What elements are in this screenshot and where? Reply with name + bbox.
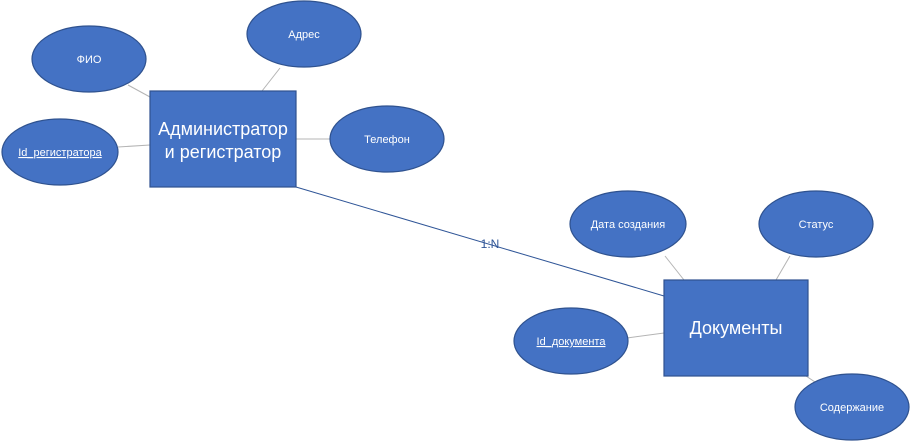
- attribute-content-label: Содержание: [820, 402, 884, 414]
- attribute-creation-date[interactable]: [569, 190, 687, 258]
- entity-admin-registrar[interactable]: [149, 90, 297, 188]
- attribute-phone-label: Телефон: [364, 134, 410, 146]
- connector-status: [775, 255, 791, 281]
- entity-documents-label: Документы: [690, 318, 783, 338]
- attribute-address[interactable]: [246, 0, 362, 68]
- attribute-status[interactable]: [758, 190, 874, 258]
- connector-address: [261, 67, 281, 92]
- attribute-id-registrar-label: Id_регистратора: [18, 147, 102, 159]
- connector-id-document: [626, 332, 665, 339]
- relationship-cardinality: 1:N: [481, 237, 500, 251]
- connector-creation-date: [664, 255, 685, 281]
- entity-admin-label-line1: Администратор: [158, 119, 288, 139]
- attribute-address-label: Адрес: [288, 29, 320, 41]
- attribute-fio[interactable]: [31, 25, 147, 93]
- attribute-id-document[interactable]: [513, 307, 629, 375]
- attribute-id-registrar[interactable]: [1, 118, 119, 186]
- attribute-creation-date-label: Дата создания: [591, 219, 666, 231]
- relationship-line: [295, 186, 665, 297]
- attribute-content[interactable]: [794, 373, 910, 441]
- entity-documents[interactable]: [663, 279, 809, 377]
- attribute-id-document-label: Id_документа: [537, 336, 607, 348]
- connector-fio: [127, 84, 151, 98]
- attribute-phone[interactable]: [329, 105, 445, 173]
- attribute-fio-label: ФИО: [77, 54, 102, 66]
- entity-admin-label-line2: и регистратор: [165, 142, 282, 162]
- attribute-status-label: Статус: [799, 219, 834, 231]
- connector-id-registrar: [117, 144, 151, 148]
